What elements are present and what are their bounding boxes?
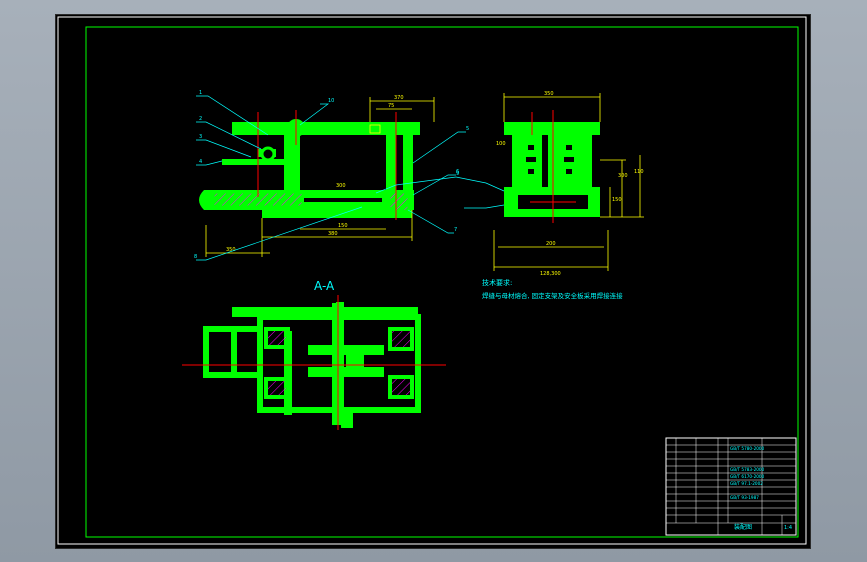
dim-side-0: 350	[544, 91, 554, 97]
drawing-canvas: 370 75 380 150 350 300	[57, 16, 807, 545]
dim-front-3: 150	[338, 223, 348, 229]
callout-9: 9	[456, 171, 459, 177]
drawing-sheet: 370 75 380 150 350 300	[55, 14, 811, 549]
callout-8: 8	[194, 254, 197, 260]
callout-10: 10	[328, 98, 334, 104]
dim-side-2: 200	[546, 241, 556, 247]
dim-front-5: 300	[336, 183, 346, 189]
tech-req-line: 焊缝与母材熔合, 固定支架及安全板采用焊接连接	[482, 291, 623, 300]
callout-4: 4	[199, 159, 202, 165]
tb-row-3: GB/T 97.1-2002	[730, 481, 763, 486]
dim-side-4: 110	[634, 169, 644, 175]
outer-border	[57, 16, 807, 545]
dim-front-2: 380	[328, 231, 338, 237]
front-view: 370 75 380 150 350 300	[194, 90, 469, 261]
callout-3: 3	[199, 134, 202, 140]
drawing-name: 装配图	[734, 523, 752, 531]
dim-front-1: 75	[388, 103, 394, 109]
section-label: A-A	[314, 279, 335, 293]
tb-row-1: GB/T 5783-2000	[730, 467, 765, 472]
side-view: 350 100 200 300 110 150 128,300 9	[455, 91, 644, 277]
callout-1: 1	[199, 90, 202, 96]
section-view	[182, 295, 446, 430]
dim-side-1: 100	[496, 141, 506, 147]
dim-front-0: 370	[394, 95, 404, 101]
inner-frame	[85, 26, 799, 538]
dim-side-5: 150	[612, 197, 622, 203]
title-block: GB/T 5780-2000 GB/T 5783-2000 GB/T 6170-…	[665, 437, 797, 536]
dim-side-6: 128,300	[540, 271, 561, 277]
tb-row-0: GB/T 5780-2000	[730, 446, 765, 451]
tech-req-title: 技术要求:	[482, 278, 512, 287]
dim-side-3: 300	[618, 173, 628, 179]
callout-7: 7	[454, 227, 457, 233]
dim-front-4: 350	[226, 247, 236, 253]
callout-2: 2	[199, 116, 202, 122]
tb-row-4: GB/T 93-1987	[730, 495, 759, 500]
callout-5: 5	[466, 126, 469, 132]
tb-row-2: GB/T 6170-2000	[730, 474, 765, 479]
drawing-scale: 1:4	[784, 525, 792, 531]
callout-6: 6	[456, 169, 459, 175]
